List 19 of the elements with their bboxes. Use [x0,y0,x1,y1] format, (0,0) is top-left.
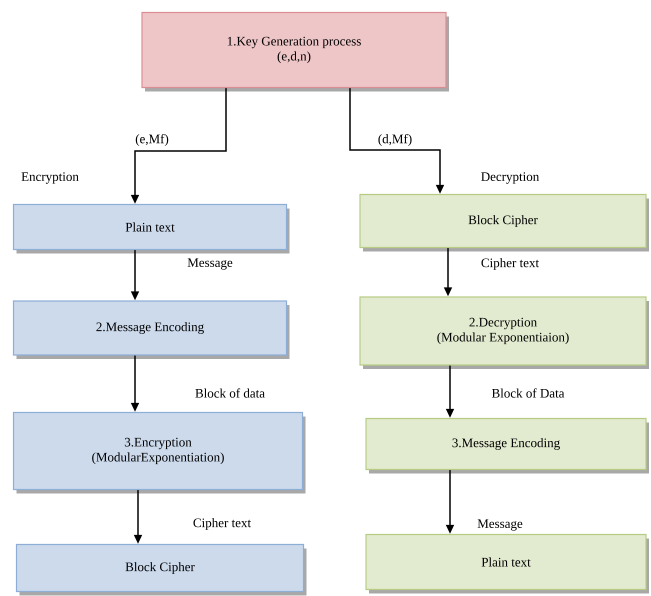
process-box: Plain text [12,204,290,254]
process-box: 2.Message Encoding [12,300,290,359]
edge-label: Cipher text [481,258,539,270]
edge-label: (e,Mf) [136,134,168,146]
edge-label: Cipher text [193,518,251,530]
edge-label: Message [478,519,522,531]
process-box: 1.Key Generation process (e,d,n) [141,12,449,92]
process-box: Block Cipher [16,544,306,596]
edge-label: (d,Mf) [378,134,412,146]
edge-label: Message [188,258,232,270]
edge-label: Block of data [195,388,265,398]
process-box: 3.Encryption (ModularExponentiation) [12,412,306,494]
branch-label: Encryption [22,172,79,184]
branch-label: Decryption [481,172,540,184]
edge-label: Block of Data [492,388,564,398]
process-box: 2.Decryption (Modular Exponentiaion) [359,296,649,369]
process-box: Plain text [365,534,649,594]
process-box: Block Cipher [359,194,649,252]
process-box: 3.Message Encoding [365,418,649,474]
